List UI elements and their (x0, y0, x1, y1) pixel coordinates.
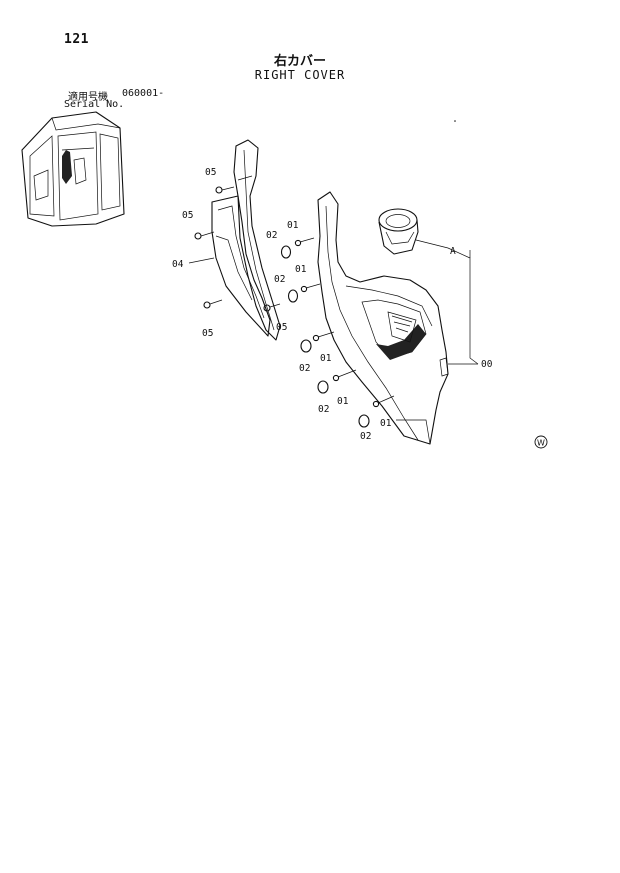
bolt-05-bottom-left (203, 299, 223, 309)
cap-02-b (287, 289, 299, 303)
bolt-01-a (294, 237, 315, 247)
callout-01: 01 (337, 396, 349, 407)
bolt-01-c (312, 331, 335, 342)
cover-strip (233, 139, 281, 341)
bolt-01-e (372, 395, 395, 408)
cover-part-00 (317, 191, 449, 445)
callout-01: 01 (380, 418, 392, 429)
cap-02-a (280, 245, 292, 259)
callout-a: A (450, 246, 456, 257)
duct-part-a (378, 208, 419, 255)
callout-00: 00 (481, 359, 493, 370)
callout-05: 05 (205, 167, 216, 178)
page-title-japanese: 右カバー (273, 54, 326, 69)
mark-letter: W (537, 439, 545, 448)
cab-location-thumbnail (21, 111, 125, 227)
leader-lines (188, 239, 479, 365)
cap-02-d (317, 380, 329, 394)
bolt-01-b (300, 283, 321, 293)
cover-part-04 (211, 195, 271, 337)
bolt-05-left (194, 231, 215, 240)
serial-number-value: 060001- (122, 88, 165, 99)
callout-05: 05 (276, 322, 287, 333)
speck (454, 120, 456, 122)
serial-label-english: Serial No. (64, 99, 125, 110)
page-title-english: RIGHT COVER (254, 68, 346, 82)
callout-02: 02 (274, 274, 285, 285)
bolt-05-bottom (263, 303, 281, 312)
fasteners (194, 186, 395, 428)
cap-02-e (358, 414, 370, 428)
bolt-05-top (215, 186, 235, 194)
callout-01: 01 (295, 264, 307, 275)
serial-label-japanese: 適用号機 (68, 92, 108, 103)
circled-w-mark: W (534, 435, 548, 449)
callout-05: 05 (202, 328, 213, 339)
callout-01: 01 (320, 353, 332, 364)
callout-05: 05 (182, 210, 193, 221)
cap-02-c (300, 339, 312, 353)
callout-04: 04 (172, 259, 184, 270)
callout-01: 01 (287, 220, 299, 231)
page-number: 121 (64, 32, 89, 47)
callout-02: 02 (360, 431, 371, 442)
callout-labels: 05 05 04 05 05 01 02 01 02 A 00 01 02 01… (172, 167, 493, 442)
callout-02: 02 (318, 404, 329, 415)
callout-02: 02 (299, 363, 310, 374)
bolt-01-d (332, 369, 357, 382)
callout-02: 02 (266, 230, 277, 241)
